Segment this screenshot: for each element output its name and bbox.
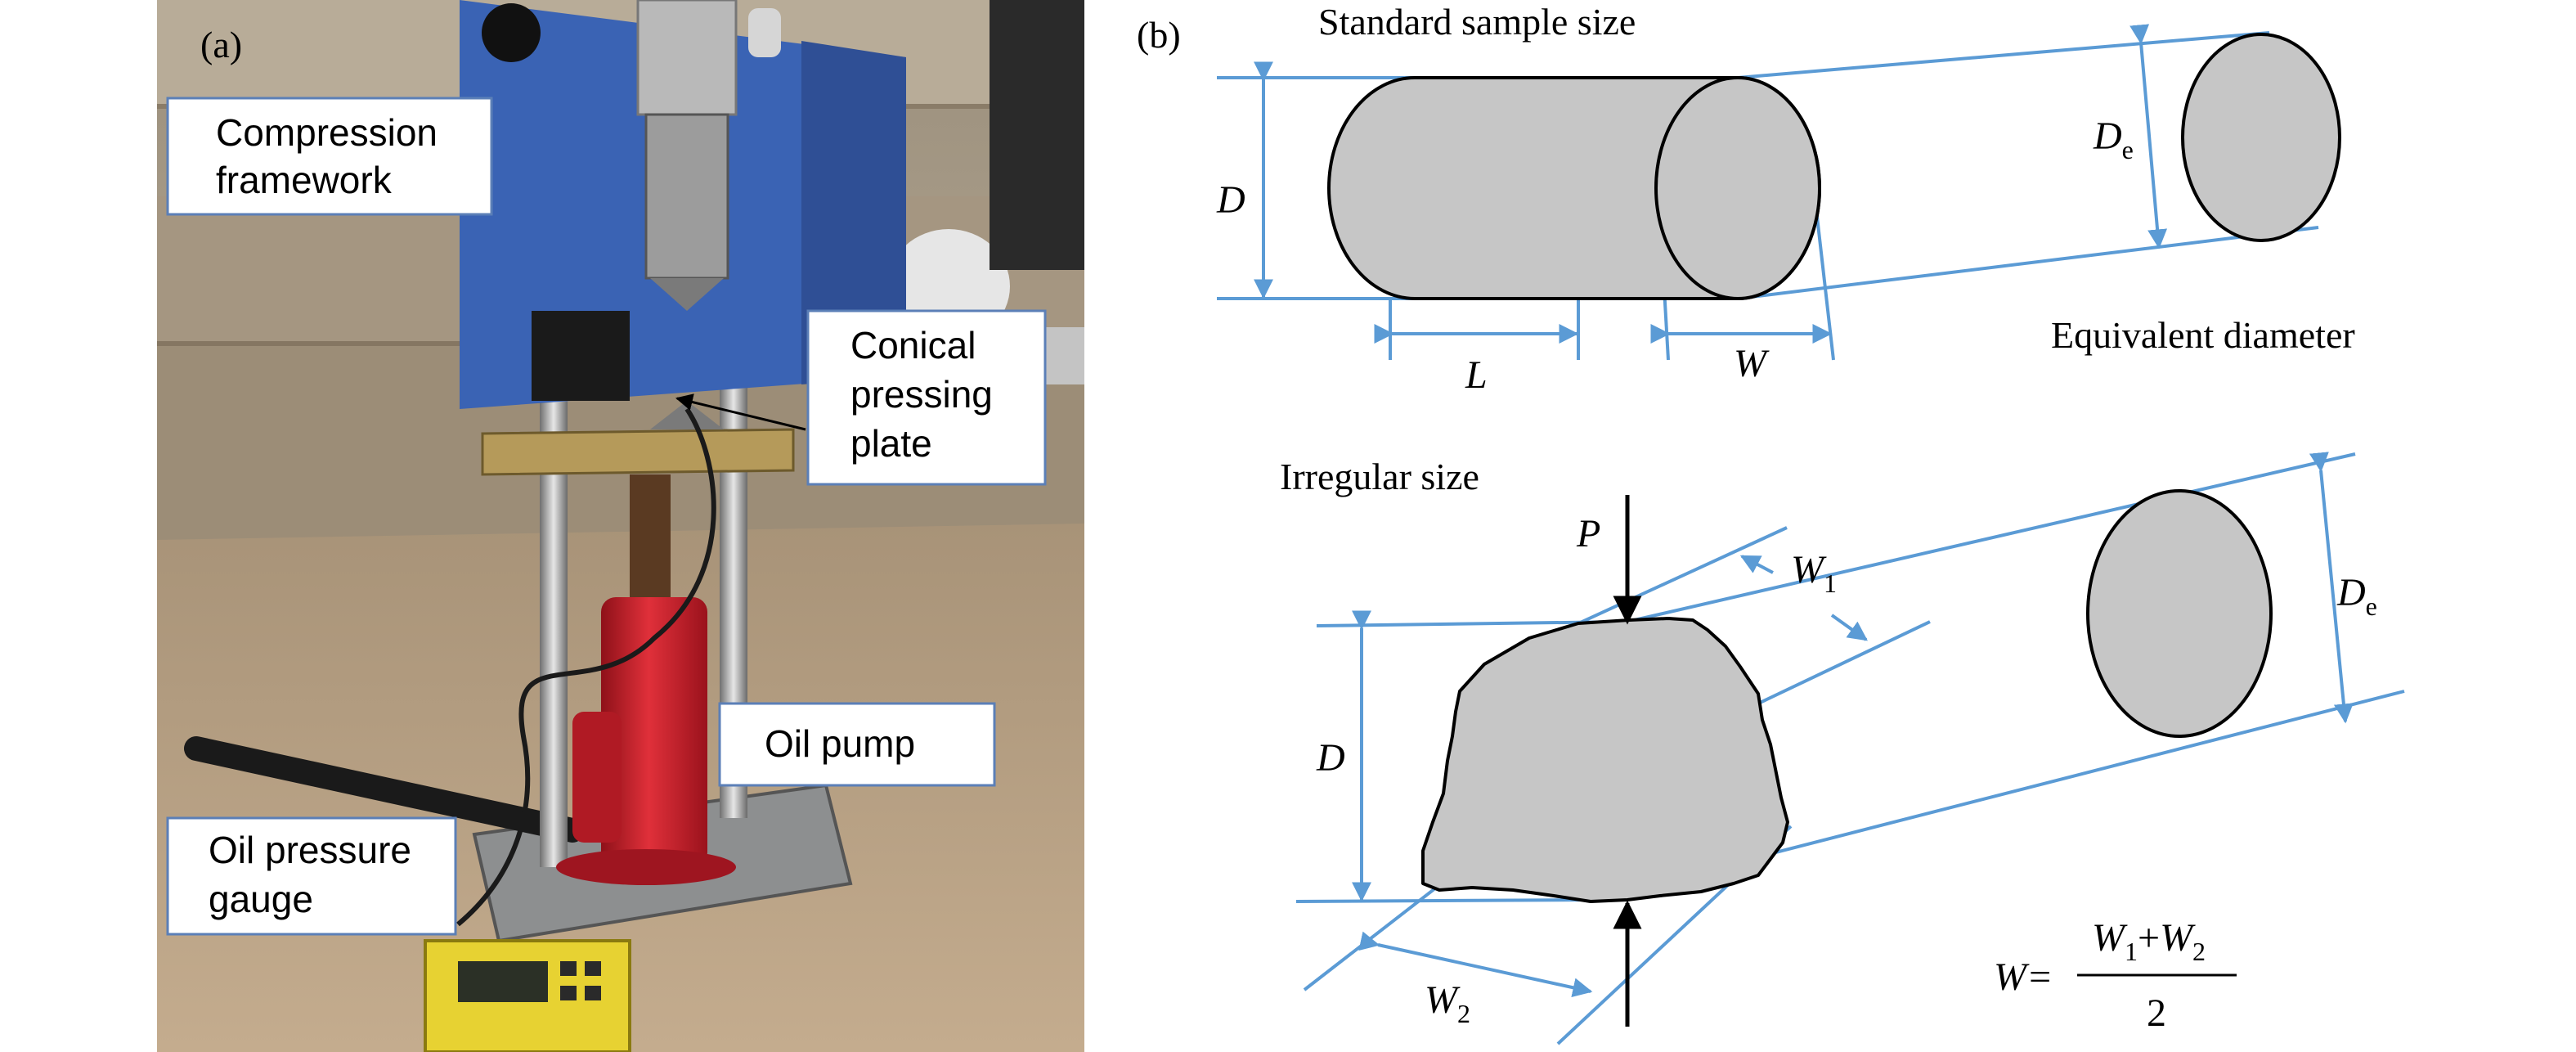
standard-cylinder-end (1654, 76, 1821, 300)
panel-a-photo: (a) Compression framework Conical pressi… (157, 0, 1084, 1052)
panel-b-diagram: (b) Standard sample size D L W De (1137, 1, 2405, 1045)
standard-l-label: L (1465, 353, 1488, 397)
callout-conical-line1: Conical (850, 324, 976, 366)
load-cell-top (636, 0, 738, 116)
hydraulic-hose (456, 407, 716, 927)
w2-dimension (1358, 931, 1593, 998)
irregular-d-label: D (1316, 736, 1345, 780)
callout-compression-line2: framework (216, 159, 393, 201)
callout-conical-line3: plate (850, 422, 932, 465)
w1-arrow-b (1830, 614, 1868, 641)
frame-display (532, 311, 630, 401)
top-nut (748, 8, 781, 57)
callout-gauge-line1: Oil pressure (209, 829, 411, 871)
irregular-sample (1421, 617, 1789, 903)
oil-pump-base (556, 849, 736, 885)
standard-de-label: De (2093, 115, 2134, 164)
irregular-de-dimension (2309, 452, 2354, 724)
panel-a-label: (a) (200, 24, 242, 65)
formula-denominator: 2 (2147, 991, 2166, 1035)
callout-compression-framework: Compression framework (166, 97, 493, 216)
standard-de-dimension (2129, 24, 2168, 250)
w-formula: W= W1+W2 2 (1994, 916, 2237, 1035)
panel-b-label: (b) (1137, 14, 1181, 56)
callout-compression-line1: Compression (216, 111, 438, 154)
w1-arrow-a (1739, 555, 1774, 574)
oil-pump-body (601, 597, 707, 867)
irregular-de-label: De (2336, 571, 2377, 621)
crossbar (481, 428, 795, 476)
callout-conical-pressing-plate: Conical pressing plate (806, 309, 1047, 486)
formula-lhs: W= (1994, 955, 2053, 999)
standard-w-label: W (1734, 342, 1770, 385)
w2-label: W2 (1425, 978, 1470, 1028)
standard-d-label: D (1216, 178, 1245, 222)
pump-screw (630, 474, 671, 605)
formula-numerator: W1+W2 (2092, 916, 2206, 966)
compression-frame-shade (801, 41, 906, 384)
pressure-gauge-screen (458, 961, 548, 1002)
equivalent-diameter-label: Equivalent diameter (2051, 314, 2355, 356)
frame-knob (482, 3, 541, 62)
irregular-title: Irregular size (1280, 456, 1479, 497)
irregular-equivalent-circle (2086, 489, 2273, 738)
callout-oil-pump-text: Oil pump (765, 722, 915, 765)
callout-oil-pressure-gauge: Oil pressure gauge (166, 816, 457, 936)
backpack (990, 0, 1084, 270)
callout-gauge-line2: gauge (209, 878, 313, 920)
pump-handle (184, 736, 585, 843)
load-cell (644, 113, 729, 280)
conical-plate-top (650, 278, 724, 311)
load-p-label: P (1576, 512, 1600, 555)
standard-equivalent-circle (2181, 33, 2341, 242)
conical-plate-bottom (650, 401, 724, 429)
w1-label: W1 (1791, 548, 1837, 598)
oil-pump-arm (572, 712, 622, 843)
callout-oil-pump: Oil pump (718, 702, 996, 787)
callout-pointer (675, 393, 806, 431)
standard-title: Standard sample size (1318, 1, 1636, 43)
callout-conical-line2: pressing (850, 373, 993, 416)
